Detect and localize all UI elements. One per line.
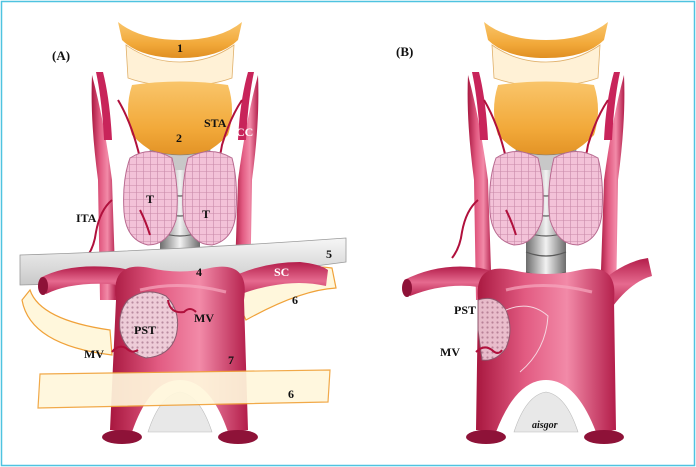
thyroid-lobe-right xyxy=(183,152,237,246)
label-1: 1 xyxy=(177,41,183,55)
panel-b: (B) PST MV aisgor xyxy=(396,22,652,444)
label-4: 4 xyxy=(196,265,202,279)
left-vessel-end xyxy=(102,430,142,444)
band-6-bottom xyxy=(38,370,330,408)
label-7: 7 xyxy=(228,353,234,367)
panel-a-label: (A) xyxy=(52,48,70,63)
label-mv-center: MV xyxy=(194,311,214,325)
label-cc: CC xyxy=(236,125,253,139)
label-t-left: T xyxy=(146,192,154,206)
left-subclavian-end xyxy=(38,277,48,295)
label-2: 2 xyxy=(176,131,182,145)
b-thyroid-cartilage xyxy=(494,82,598,161)
signature: aisgor xyxy=(532,420,558,431)
b-right-vessel-end xyxy=(584,430,624,444)
label-5: 5 xyxy=(326,247,332,261)
b-thyroid-lobe-left xyxy=(490,152,544,246)
label-ita: ITA xyxy=(76,211,97,225)
b-left-vessel-end xyxy=(466,430,506,444)
b-label-mv: MV xyxy=(440,345,460,359)
label-6-bottom: 6 xyxy=(288,387,294,401)
b-left-subclavian-end xyxy=(402,279,412,297)
label-sta: STA xyxy=(204,116,227,130)
b-label-pst: PST xyxy=(454,303,476,317)
panel-b-label: (B) xyxy=(396,44,413,59)
label-ao: AO xyxy=(254,359,272,373)
right-vessel-end xyxy=(218,430,258,444)
label-t-right: T xyxy=(202,207,210,221)
label-6-top: 6 xyxy=(292,293,298,307)
label-mv-left: MV xyxy=(84,347,104,361)
b-thyroid-lobe-right xyxy=(549,152,603,246)
label-sc: SC xyxy=(274,265,289,279)
label-pst: PST xyxy=(134,323,156,337)
band-left-curved xyxy=(22,290,112,355)
panel-a: (A) 1 2 STA CC ITA T T 4 5 SC 6 PST MV M… xyxy=(20,22,346,444)
